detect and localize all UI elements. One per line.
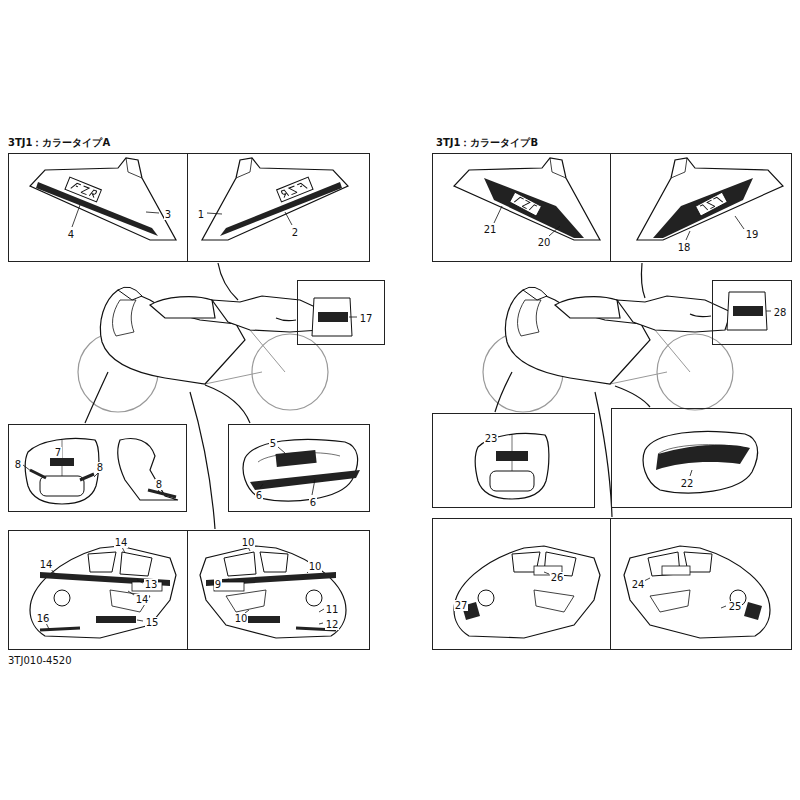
motorcycle-outline [78, 287, 733, 412]
heading: 3TJ1：カラータイプB [436, 137, 538, 149]
lower-fairing-a [30, 546, 346, 638]
parts-panel: 34 [8, 153, 188, 262]
front-cowl [25, 434, 549, 505]
callout-number: 25 [728, 601, 743, 612]
callout-number: 11 [325, 604, 340, 615]
callout-number: 27 [454, 600, 469, 611]
callout-number: 10 [308, 561, 323, 572]
callout-number: 2 [291, 227, 299, 238]
callout-number: 20 [537, 237, 552, 248]
fuel-tank [243, 431, 757, 501]
callout-number: 14 [135, 594, 150, 605]
parts-panel: 14 14 13 14 16 15 [8, 530, 188, 650]
callout-number: 17 [359, 313, 374, 324]
callout-number: 15 [145, 617, 160, 628]
parts-panel: 7 8 8 8 [8, 424, 187, 512]
leader-curves [85, 263, 711, 529]
callout-number: 19 [745, 229, 760, 240]
callout-number: 26 [550, 572, 565, 583]
callout-number: 28 [773, 307, 788, 318]
callout-number: 4 [67, 229, 75, 240]
callout-number: 7 [54, 447, 62, 458]
callout-number: 18 [677, 242, 692, 253]
part-code: 3TJ010-4520 [8, 655, 72, 667]
callout-number: 22 [680, 478, 695, 489]
callout-leaders [23, 205, 771, 629]
callout-number: 21 [483, 224, 498, 235]
callout-number: 6 [255, 490, 263, 501]
parts-panel: 10 10 9 11 10 12 [187, 530, 370, 650]
callout-number: 16 [36, 613, 51, 624]
heading: 3TJ1：カラータイプA [8, 137, 110, 149]
callout-number: 14 [39, 559, 54, 570]
callout-number: 23 [484, 433, 499, 444]
tail-cowl-a [30, 158, 348, 240]
parts-panel: 21 20 [432, 153, 611, 262]
parts-panel: 22 [611, 408, 792, 508]
callout-number: 1 [197, 209, 205, 220]
callout-number: 14 [114, 537, 129, 548]
callout-number: 5 [269, 438, 277, 449]
callout-number: 8 [155, 479, 163, 490]
callout-number: 24 [631, 579, 646, 590]
parts-panel: 26 27 [432, 518, 611, 650]
tail-piece [312, 292, 767, 336]
callout-number: 10 [241, 537, 256, 548]
callout-number: 3 [164, 209, 172, 220]
callout-number: 12 [325, 619, 340, 630]
tail-cowl-b [454, 158, 783, 240]
parts-panel: 5 6 6 [228, 424, 370, 512]
callout-number: 8 [14, 459, 22, 470]
callout-number: 8 [96, 462, 104, 473]
parts-panel: 28 [712, 280, 792, 345]
parts-panel: 1819 [610, 153, 792, 262]
parts-panel: 12 [187, 153, 370, 262]
callout-number: 10 [234, 613, 249, 624]
callout-number: 6 [309, 497, 317, 508]
parts-panel: 17 [297, 280, 385, 345]
callout-number: 9 [214, 579, 222, 590]
parts-panel: 23 [432, 413, 595, 508]
callout-number: 13 [144, 579, 159, 590]
parts-panel: 24 25 [610, 518, 792, 650]
lower-fairing-b [454, 546, 770, 638]
